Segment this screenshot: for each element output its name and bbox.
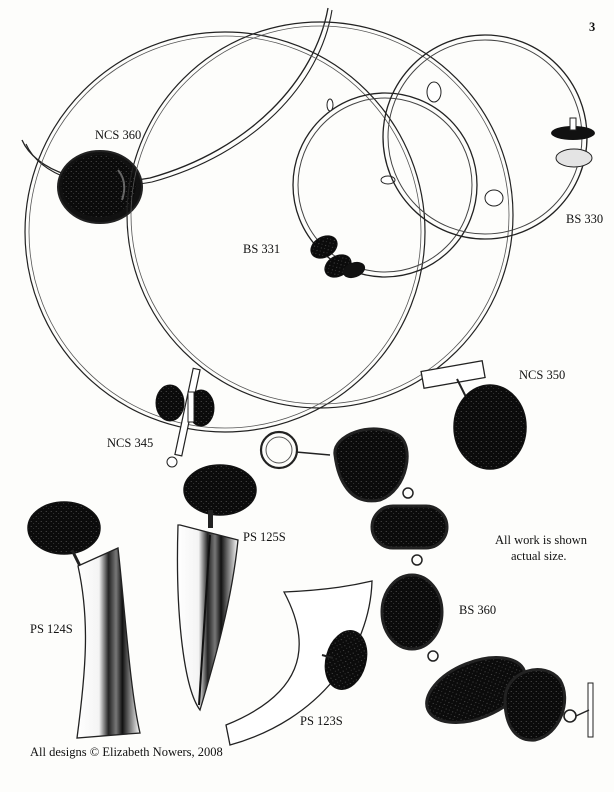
bs330-bangle bbox=[382, 34, 595, 240]
copyright-notice: All designs © Elizabeth Nowers, 2008 bbox=[30, 745, 223, 759]
ncs360-necklace bbox=[21, 7, 426, 433]
ps124s-pin bbox=[27, 501, 141, 739]
label-ps125s: PS 125S bbox=[243, 530, 286, 544]
bs331-bangle bbox=[292, 92, 478, 279]
ncs345-clasp bbox=[155, 367, 215, 468]
label-bs360: BS 360 bbox=[459, 603, 497, 617]
page-number: 3 bbox=[589, 20, 596, 34]
ps125s-pin bbox=[176, 464, 257, 712]
label-ncs345: NCS 345 bbox=[107, 436, 154, 450]
ps123s-pin bbox=[225, 580, 373, 746]
bs360-bracelet bbox=[259, 427, 594, 742]
note-line2: actual size. bbox=[511, 549, 567, 563]
label-ps124s: PS 124S bbox=[30, 622, 73, 636]
ncs350-necklace bbox=[126, 21, 527, 470]
label-ncs350: NCS 350 bbox=[519, 368, 566, 382]
label-ncs360: NCS 360 bbox=[95, 128, 142, 142]
label-bs331: BS 331 bbox=[243, 242, 281, 256]
label-bs330: BS 330 bbox=[566, 212, 604, 226]
note-line1: All work is shown bbox=[495, 533, 588, 547]
label-ps123s: PS 123S bbox=[300, 714, 343, 728]
